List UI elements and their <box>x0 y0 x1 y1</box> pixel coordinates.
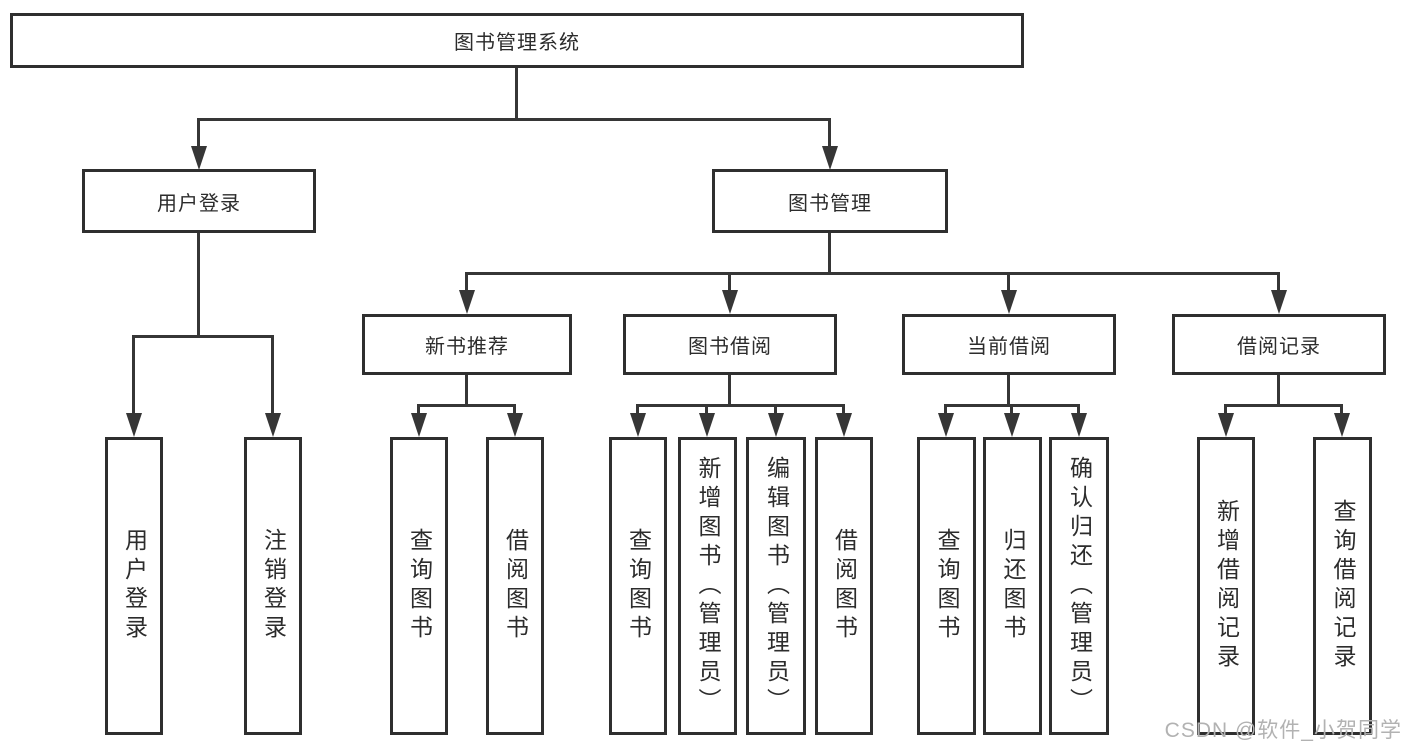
leaf-confirm-return-admin: 确认归还（管理员） <box>1049 437 1109 735</box>
connector-vline <box>465 272 468 292</box>
node-label: 当前借阅 <box>967 336 1051 358</box>
leaf-query-books-current: 查询图书 <box>917 437 976 735</box>
connector-vline <box>1277 375 1280 407</box>
arrow-down-icon <box>699 413 715 437</box>
leaf-label: 查询图书 <box>934 528 960 644</box>
node-book-management: 图书管理 <box>712 169 948 233</box>
node-borrowing-records: 借阅记录 <box>1172 314 1386 375</box>
connector-vline <box>1010 404 1013 415</box>
leaf-label: 新增图书（管理员） <box>695 455 721 717</box>
leaf-label: 借阅图书 <box>831 528 858 644</box>
arrow-down-icon <box>507 413 523 437</box>
leaf-label: 编辑图书（管理员） <box>763 455 790 717</box>
connector-vline <box>1224 404 1227 415</box>
connector-vline <box>465 375 468 407</box>
leaf-logout: 注销登录 <box>244 437 302 735</box>
arrow-down-icon <box>411 413 427 437</box>
arrow-down-icon <box>630 413 646 437</box>
leaf-label: 用户登录 <box>121 528 148 644</box>
leaf-label: 借阅图书 <box>502 528 529 644</box>
node-label: 图书管理系统 <box>454 32 580 54</box>
connector-vline <box>132 335 135 415</box>
connector-vline <box>197 233 200 337</box>
leaf-query-books-borrowing: 查询图书 <box>609 437 667 735</box>
arrow-down-icon <box>1218 413 1234 437</box>
connector-vline <box>828 233 831 274</box>
connector-vline <box>774 404 777 415</box>
leaf-borrow-books-recommend: 借阅图书 <box>486 437 544 735</box>
arrow-down-icon <box>1001 290 1017 314</box>
connector-vline <box>1007 375 1010 407</box>
leaf-query-borrow-record: 查询借阅记录 <box>1313 437 1372 735</box>
node-user-login: 用户登录 <box>82 169 316 233</box>
connector-vline <box>513 404 516 415</box>
connector-vline <box>728 272 731 292</box>
arrow-down-icon <box>126 413 142 437</box>
connector-vline <box>197 118 200 148</box>
node-label: 借阅记录 <box>1237 336 1321 358</box>
node-label: 图书借阅 <box>688 336 772 358</box>
arrow-down-icon <box>1271 290 1287 314</box>
connector-vline <box>1077 404 1080 415</box>
leaf-user-login: 用户登录 <box>105 437 163 735</box>
connector-vline <box>636 404 639 415</box>
connector-vline <box>728 375 731 407</box>
connector-hline <box>636 404 845 407</box>
leaf-borrow-books-borrowing: 借阅图书 <box>815 437 873 735</box>
arrow-down-icon <box>459 290 475 314</box>
connector-hline <box>132 335 274 338</box>
leaf-label: 查询图书 <box>406 528 433 644</box>
connector-vline <box>944 404 947 415</box>
leaf-add-borrow-record: 新增借阅记录 <box>1197 437 1255 735</box>
node-current-borrowing: 当前借阅 <box>902 314 1116 375</box>
connector-vline <box>828 118 831 148</box>
watermark: CSDN @软件_小贺同学 <box>1164 719 1402 742</box>
connector-vline <box>705 404 708 415</box>
node-library-management-system: 图书管理系统 <box>10 13 1024 68</box>
arrow-down-icon <box>768 413 784 437</box>
arrow-down-icon <box>822 146 838 170</box>
node-label: 图书管理 <box>788 192 872 215</box>
leaf-label: 归还图书 <box>1000 528 1026 644</box>
arrow-down-icon <box>191 146 207 170</box>
leaf-label: 注销登录 <box>260 528 287 644</box>
connector-vline <box>271 335 274 415</box>
leaf-label: 新增借阅记录 <box>1213 499 1240 673</box>
connector-vline <box>417 404 420 415</box>
connector-hline <box>1224 404 1343 407</box>
connector-hline <box>465 272 1280 275</box>
connector-vline <box>842 404 845 415</box>
leaf-label: 查询借阅记录 <box>1330 499 1356 673</box>
arrow-down-icon <box>938 413 954 437</box>
arrow-down-icon <box>722 290 738 314</box>
node-book-borrowing: 图书借阅 <box>623 314 837 375</box>
leaf-add-book-admin: 新增图书（管理员） <box>678 437 737 735</box>
connector-hline <box>417 404 516 407</box>
node-label: 用户登录 <box>157 192 241 215</box>
arrow-down-icon <box>265 413 281 437</box>
leaf-query-books-recommend: 查询图书 <box>390 437 448 735</box>
arrow-down-icon <box>1071 413 1087 437</box>
leaf-label: 确认归还（管理员） <box>1066 455 1093 717</box>
connector-vline <box>1340 404 1343 415</box>
leaf-return-books: 归还图书 <box>983 437 1042 735</box>
leaf-edit-book-admin: 编辑图书（管理员） <box>746 437 806 735</box>
arrow-down-icon <box>1004 413 1020 437</box>
connector-vline <box>1277 272 1280 292</box>
leaf-label: 查询图书 <box>625 528 652 644</box>
node-label: 新书推荐 <box>425 336 509 358</box>
connector-hline <box>197 118 831 121</box>
connector-vline <box>1007 272 1010 292</box>
connector-vline <box>515 68 518 120</box>
arrow-down-icon <box>1334 413 1350 437</box>
node-new-book-recommendation: 新书推荐 <box>362 314 572 375</box>
arrow-down-icon <box>836 413 852 437</box>
